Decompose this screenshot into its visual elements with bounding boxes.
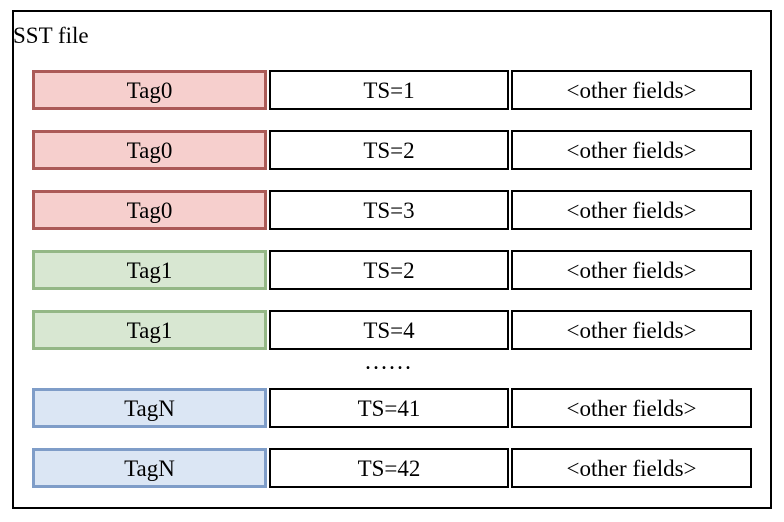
other-fields-cell: <other fields> — [511, 190, 752, 230]
timestamp-cell: TS=3 — [269, 190, 509, 230]
timestamp-cell: TS=42 — [269, 448, 509, 488]
timestamp-cell: TS=2 — [269, 250, 509, 290]
ellipsis: ...... — [365, 348, 413, 375]
other-fields-cell: <other fields> — [511, 448, 752, 488]
other-fields-cell: <other fields> — [511, 310, 752, 350]
tag-cell: Tag1 — [32, 250, 267, 290]
tag-cell: Tag0 — [32, 70, 267, 110]
other-fields-cell: <other fields> — [511, 130, 752, 170]
other-fields-cell: <other fields> — [511, 250, 752, 290]
record-row: Tag1 TS=4 <other fields> — [0, 310, 784, 350]
timestamp-cell: TS=41 — [269, 388, 509, 428]
record-row: TagN TS=42 <other fields> — [0, 448, 784, 488]
record-row: Tag0 TS=3 <other fields> — [0, 190, 784, 230]
tag-cell: TagN — [32, 448, 267, 488]
tag-cell: Tag0 — [32, 190, 267, 230]
other-fields-cell: <other fields> — [511, 70, 752, 110]
record-row: TagN TS=41 <other fields> — [0, 388, 784, 428]
tag-cell: Tag1 — [32, 310, 267, 350]
record-row: Tag0 TS=2 <other fields> — [0, 130, 784, 170]
timestamp-cell: TS=4 — [269, 310, 509, 350]
record-row: Tag1 TS=2 <other fields> — [0, 250, 784, 290]
other-fields-cell: <other fields> — [511, 388, 752, 428]
tag-cell: Tag0 — [32, 130, 267, 170]
tag-cell: TagN — [32, 388, 267, 428]
timestamp-cell: TS=1 — [269, 70, 509, 110]
timestamp-cell: TS=2 — [269, 130, 509, 170]
record-row: Tag0 TS=1 <other fields> — [0, 70, 784, 110]
diagram-title: SST file — [13, 23, 89, 48]
